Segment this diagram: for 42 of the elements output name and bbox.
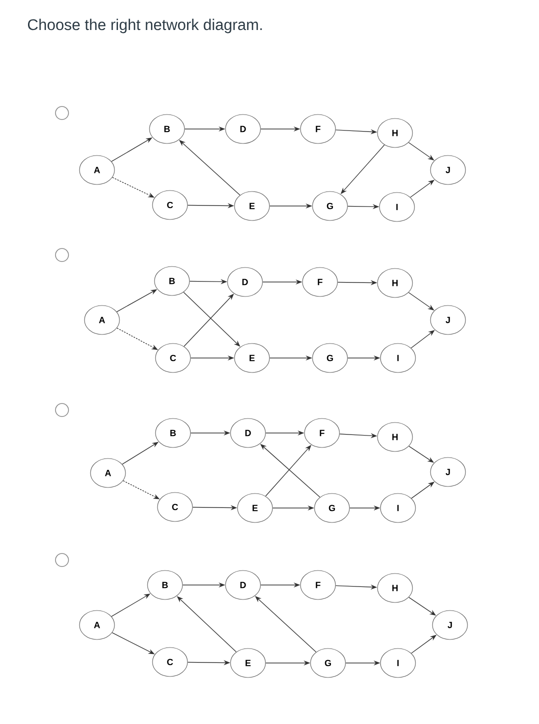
ellipse-node: D	[227, 267, 263, 297]
ellipse-node: I	[380, 343, 416, 373]
ellipse-node: E	[230, 648, 266, 678]
ellipse-node: A	[79, 610, 115, 640]
ellipse-node: B	[154, 266, 190, 296]
ellipse-node: A	[79, 155, 115, 185]
ellipse-node: F	[302, 267, 338, 297]
ellipse-node: E	[237, 493, 273, 523]
ellipse-node: E	[234, 191, 270, 221]
ellipse-node: H	[377, 268, 413, 298]
ellipse-node: I	[380, 493, 416, 523]
ellipse-node: J	[430, 155, 466, 185]
ellipse-node: A	[90, 458, 126, 488]
ellipse-node: I	[380, 648, 416, 678]
ellipse-node: C	[155, 343, 191, 373]
ellipse-node: I	[379, 192, 415, 222]
ellipse-node: G	[312, 191, 348, 221]
ellipse-node: J	[430, 457, 466, 487]
ellipse-node: E	[234, 343, 270, 373]
ellipse-node: D	[230, 418, 266, 448]
ellipse-node: C	[157, 492, 193, 522]
ellipse-node: J	[432, 610, 468, 640]
ellipse-node: F	[300, 570, 336, 600]
ellipse-node: B	[149, 114, 185, 144]
ellipse-node: G	[310, 648, 346, 678]
ellipse-node: A	[84, 305, 120, 335]
ellipse-node: C	[152, 190, 188, 220]
ellipse-node: H	[377, 573, 413, 603]
ellipse-node: J	[430, 305, 466, 335]
ellipse-node: G	[314, 493, 350, 523]
ellipse-node: C	[152, 647, 188, 677]
ellipse-node: F	[300, 114, 336, 144]
ellipse-node: B	[155, 418, 191, 448]
ellipse-node: G	[312, 343, 348, 373]
title: Choose the right network diagram.	[28, 18, 262, 34]
ellipse-node: F	[304, 418, 340, 448]
ellipse-node: B	[147, 570, 183, 600]
arrow	[184, 294, 234, 347]
ellipse-node: D	[225, 570, 261, 600]
ellipse-node: H	[377, 118, 413, 148]
ellipse-node: H	[377, 422, 413, 452]
ellipse-node: D	[225, 114, 261, 144]
